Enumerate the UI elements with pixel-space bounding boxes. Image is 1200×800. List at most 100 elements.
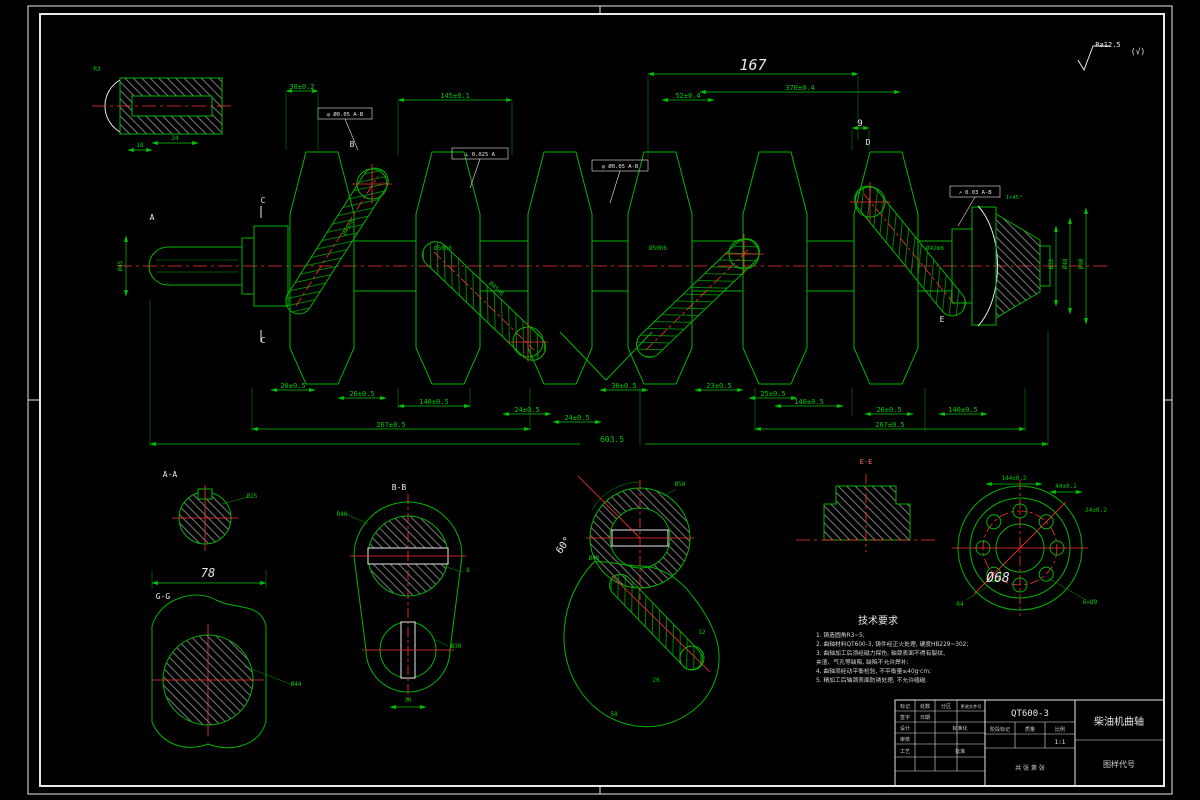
section-letter-c: C <box>261 336 266 345</box>
dim-label: Ø90 <box>1078 258 1085 269</box>
extension-lines <box>149 76 1049 589</box>
gdt-frame-text: ◎ Ø0.05 A-B <box>602 163 639 170</box>
gdt-frame-text: ◎ Ø0.05 A-B <box>327 111 364 118</box>
dim-label: Ø44 <box>291 681 302 688</box>
section-view-dd <box>563 475 720 728</box>
view-label-ee: E-E <box>860 458 873 466</box>
dd-angle-arc <box>591 481 641 511</box>
dim-label: 24±0.5 <box>564 414 589 422</box>
centering-marks <box>28 6 1172 794</box>
scale-label: 比例 <box>1055 726 1065 733</box>
dd-blob-outline <box>563 561 720 728</box>
flange-face-view <box>952 480 1088 616</box>
dim-label: 58 <box>610 711 618 718</box>
dim-label: 44±0.2 <box>1055 483 1077 490</box>
ee-section-profile <box>823 485 911 541</box>
dim-label: 标记 <box>900 703 910 710</box>
tech-requirement-line: 1. 铸造圆角R3~5; <box>816 631 865 639</box>
bolt-hole <box>986 514 1002 530</box>
section-letter-c: C <box>261 196 266 205</box>
dim-label: Ø30 <box>451 643 462 650</box>
crank-web <box>415 151 481 385</box>
section-letter-d: D <box>866 138 871 147</box>
dim-label: Ø25 <box>247 493 258 500</box>
tech-requirement-line: 4. 曲轴须经动平衡检验, 不平衡量≤40g·cm; <box>816 667 931 675</box>
roughness-check-icon <box>1077 45 1110 72</box>
dim-label: Ø50h6 <box>649 245 667 252</box>
dim-167: 167 <box>739 56 766 74</box>
dim-68: Ø68 <box>986 571 1010 586</box>
bb-crosshairs <box>350 555 466 651</box>
dim-label: 26±0.5 <box>349 390 374 398</box>
title-block: QT600-3 柴油机曲轴 图样代号 阶段标记 质量 比例 1:1 共 张 第 … <box>894 699 1165 787</box>
view-label-aa: A-A <box>163 470 178 479</box>
dim-label: 9 <box>857 119 862 129</box>
dim-label: R3 <box>93 66 101 73</box>
dim-label: 审核 <box>900 736 910 743</box>
scale-value: 1:1 <box>1055 739 1066 746</box>
view-label-gg: G-G <box>156 592 171 601</box>
pin-crosshairs <box>352 164 890 362</box>
dim-label: 8 <box>466 567 470 574</box>
crank-web <box>742 151 808 385</box>
dim-label: Ø50h6 <box>434 245 452 252</box>
shaft-left-end <box>148 246 243 286</box>
drawing-title: 柴油机曲轴 <box>1094 715 1144 728</box>
dim-label: 603.5 <box>600 435 624 444</box>
dim-label: 26 <box>652 677 660 684</box>
dimension-lines <box>124 72 1088 709</box>
section-letter-e: E <box>940 315 945 324</box>
flange-crosshair-diagonal <box>952 501 1088 595</box>
dim-label: 145±0.1 <box>440 92 470 100</box>
dim-label: 1×45° <box>1006 195 1023 201</box>
stage-label: 阶段标记 <box>990 726 1010 733</box>
bolt-hole <box>1038 566 1054 582</box>
dim-label: 18 <box>136 142 144 149</box>
flange-pilot <box>1039 245 1051 287</box>
technical-requirements: 技术要求 1. 铸造圆角R3~5;2. 曲轴材料QT600-3, 铸件经正火处理… <box>816 614 968 684</box>
section-view-aa <box>172 485 238 551</box>
dim-label: 140±0.5 <box>948 406 978 414</box>
tech-requirement-line: 3. 曲轴加工后须经磁力探伤, 轴颈表面不得有裂纹、 <box>816 649 949 657</box>
dim-label: 30 <box>404 697 412 704</box>
dim-label: Ø42m6 <box>926 245 944 252</box>
title-block-main-lines <box>894 699 1165 787</box>
gg-crosshair <box>152 624 264 736</box>
dd-pin-circle <box>679 645 705 671</box>
keyway-lines <box>156 259 238 273</box>
drawing-frame <box>27 5 1173 795</box>
aa-crosshair <box>172 485 238 551</box>
tech-requirements-title: 技术要求 <box>858 614 898 627</box>
dim-label: 23±0.5 <box>706 382 731 390</box>
tech-requirements-lines: 1. 铸造圆角R3~5;2. 曲轴材料QT600-3, 铸件经正火处理, 硬度H… <box>816 631 968 684</box>
shaft-hub <box>253 225 289 307</box>
dim-label: 26±0.5 <box>876 406 901 414</box>
dim-label: 工艺 <box>900 749 910 755</box>
section-view-bb <box>350 494 466 700</box>
dim-label: 设计 <box>900 725 910 732</box>
view-label-bb: B-B <box>392 483 407 492</box>
tech-requirement-line: 夹渣、气孔等缺陷, 缺陷不允许焊补; <box>816 658 909 666</box>
dim-label: Ø32 <box>1048 258 1055 269</box>
crankpin-centerlines <box>295 175 957 351</box>
dim-label: 370±0.4 <box>785 84 815 92</box>
dim-label: Ø58 <box>675 481 686 488</box>
material-spec: QT600-3 <box>1011 709 1049 719</box>
bolt-hole <box>986 566 1002 582</box>
dim-label: 24±0.2 <box>1085 507 1107 514</box>
title-block-labels: 标记处数分区更改文件号签字日期设计标准化审核工艺批准 <box>900 703 981 755</box>
sheet-info: 共 张 第 张 <box>1015 764 1045 772</box>
dim-label: 更改文件号 <box>961 703 982 710</box>
title-block-grid-lines <box>895 700 1164 772</box>
dim-label: 日期 <box>920 715 930 721</box>
gdt-frame-text: ↗ 0.03 A-B <box>958 190 992 196</box>
dd-crosshair-and-diagonals <box>577 475 711 673</box>
flange-cone-section <box>995 213 1041 319</box>
dim-label: 140±0.5 <box>419 398 449 406</box>
gdt-frames: ◎ Ø0.05 A-B ⊥ 0.025 A ◎ Ø0.05 A-B ↗ 0.03… <box>317 107 1001 227</box>
dim-label: 批准 <box>955 748 965 755</box>
mass-label: 质量 <box>1025 726 1035 733</box>
dim-label: 处数 <box>920 703 930 710</box>
